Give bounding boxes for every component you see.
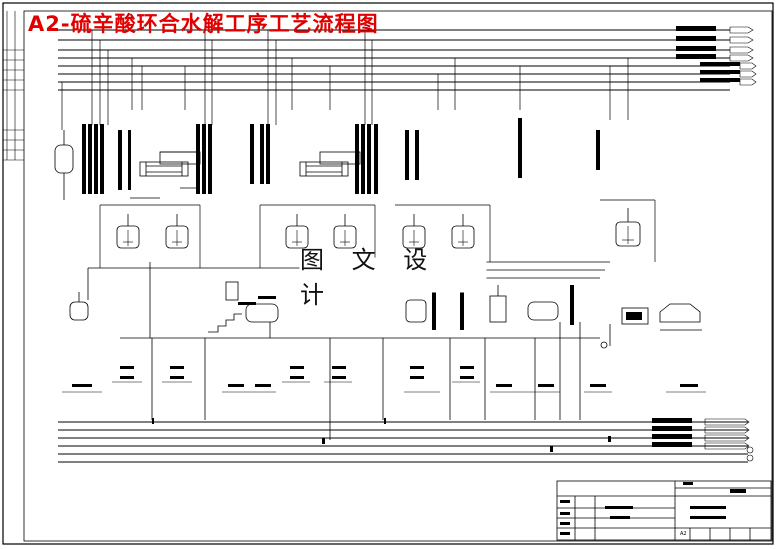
title-block-fill [560,482,746,535]
reactor-agitators [123,226,634,246]
reactor-feed-headers [99,199,656,268]
dryer-unit-fill [626,312,642,320]
condenser-2 [299,161,349,177]
bottom-utility-arrow-tags [704,418,754,462]
filter-unit-bars [238,296,276,305]
filter-unit [208,281,279,333]
tank-lower-left [69,292,89,321]
bottom-utility-lines [58,421,748,463]
dryer-unit [600,303,702,349]
receiver-tank-left [54,130,74,200]
reactors [116,208,641,249]
instrument-bars [82,118,600,330]
drawing-title: A2-硫辛酸环合水解工序工艺流程图 [28,12,379,36]
drawing-inner-frame [23,10,773,542]
watermark: 图 文 设 计 [300,246,486,309]
header-drop-lines [61,30,629,130]
utility-line-tags [676,26,740,82]
title-block [556,480,772,541]
equipment-tag-underlines [62,381,706,393]
sheet-size-label: A2 [680,531,687,537]
bottom-utility-tags [652,418,692,447]
process-lines-mid [87,187,610,300]
centrifuge-unit [405,285,559,323]
top-utility-lines [58,29,730,91]
utility-arrow-tags [729,26,757,86]
valve-marks [152,418,611,452]
watermark-text: 图 文 设 计 [300,246,438,309]
bottom-process-lines [120,262,600,440]
condenser-3 [159,151,361,165]
left-margin-table [3,11,24,161]
equipment-tag-bars [72,366,698,387]
